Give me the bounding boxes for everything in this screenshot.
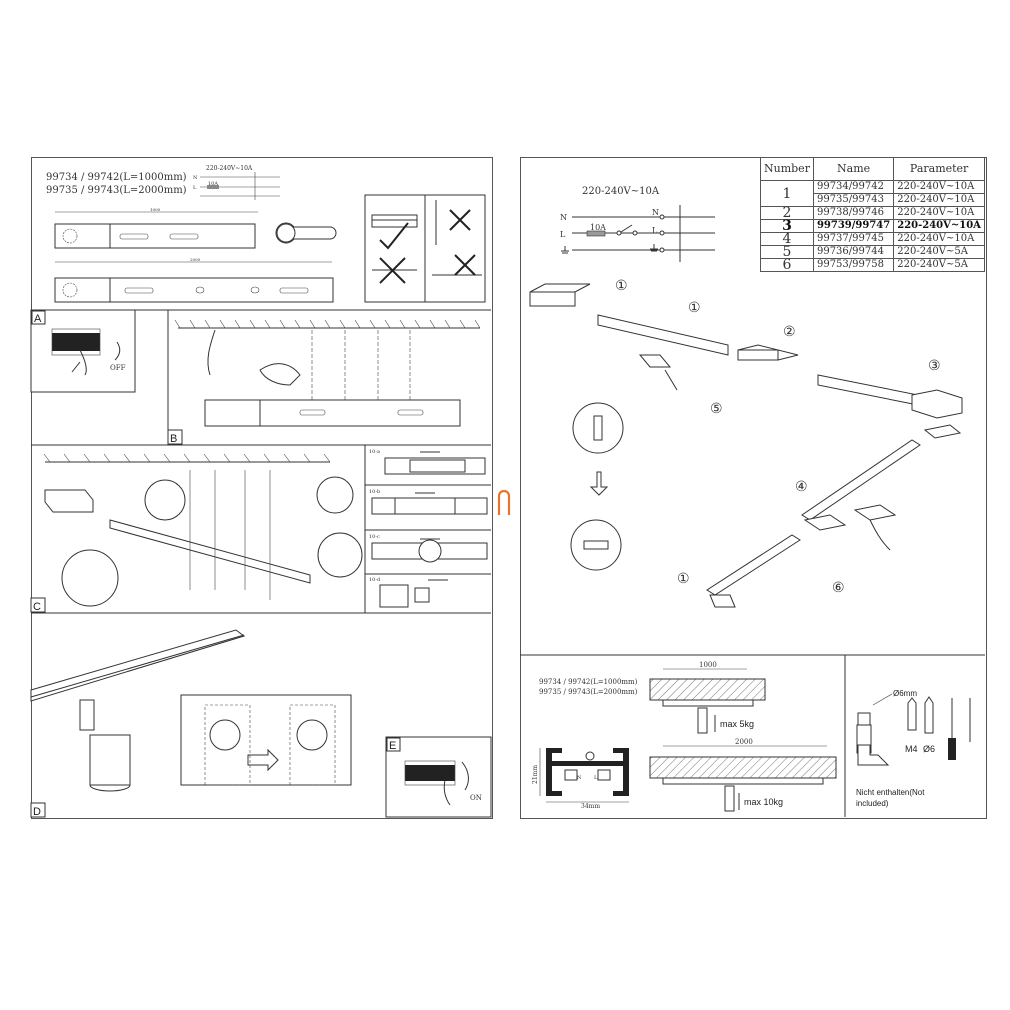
max-10kg-label: max 10kg [744, 797, 783, 807]
svg-text:2000: 2000 [190, 257, 201, 262]
section-e-label: E [389, 740, 396, 752]
tools-not-included: Ø6mm M4 Ø6 Nicht enthalten(Not included) [856, 689, 971, 808]
header-name: Name [812, 157, 895, 181]
drill-size-label: Ø6mm [893, 689, 917, 698]
max-5kg-label: max 5kg [720, 719, 754, 729]
svg-text:L: L [652, 226, 658, 235]
svg-text:N: N [193, 175, 198, 181]
track-system-assembly [529, 283, 963, 608]
track-1000-drawing: 1000 [54, 207, 258, 249]
load-diagram-2000: 2000 max 10kg [649, 738, 837, 812]
not-included-line-2: included) [856, 799, 889, 808]
svg-text:N: N [652, 208, 659, 217]
bottom-model-line-1: 99734 / 99742(L=1000mm) [539, 678, 638, 686]
track-2000-drawing: 2000 [54, 257, 334, 303]
svg-text:1000: 1000 [150, 207, 161, 212]
ceiling-mount-illustration [174, 319, 481, 427]
model-line-1: 99734 / 99742(L=1000mm) [46, 172, 187, 183]
substep-10a: 10-a [369, 449, 380, 455]
track-installation-illustration [43, 453, 363, 607]
track-profile-section: N L 21mm 34mm [532, 748, 629, 810]
header-number: Number [760, 157, 814, 181]
page-split-handle[interactable] [497, 488, 511, 516]
off-label: OFF [110, 364, 126, 372]
callout-numbers: ① ① ② ③ ④ ⑤ ⑥ ① [615, 278, 941, 596]
section-a-label: A [34, 313, 42, 325]
substep-10d: 10-d [369, 577, 381, 583]
substep-10c: 10-c [369, 534, 380, 540]
svg-text:21mm: 21mm [532, 765, 539, 784]
bottom-model-line-2: 99735 / 99743(L=2000mm) [539, 688, 638, 696]
svg-text:1000: 1000 [699, 661, 717, 669]
wiring-diagram: 220-240V~10A N L 10A N L [560, 186, 715, 262]
dowel-label: Ø6 [923, 744, 935, 754]
callout-2: ② [783, 324, 796, 340]
section-c-label: C [33, 601, 41, 613]
section-d-label: D [33, 806, 41, 818]
svg-text:220-240V~10A: 220-240V~10A [206, 165, 253, 172]
on-label: ON [470, 794, 482, 802]
substep-10b: 10-b [369, 489, 380, 495]
wiring-diagram-small: 220-240V~10A N L 10A [193, 165, 280, 200]
callout-4: ④ [795, 479, 808, 495]
spotlight-install-illustration [30, 629, 352, 792]
section-b-label: B [170, 433, 177, 445]
callout-1: ① [615, 278, 628, 294]
breaker-off-illustration: OFF [51, 328, 126, 376]
callout-6: ⑥ [832, 580, 845, 596]
svg-text:N: N [577, 775, 582, 781]
svg-text:L: L [594, 775, 598, 781]
svg-text:220-240V~10A: 220-240V~10A [582, 186, 660, 197]
screw-m4-label: M4 [905, 744, 918, 754]
load-diagram-1000: 1000 max 5kg [649, 661, 766, 734]
callout-1c: ① [677, 571, 690, 587]
correct-incorrect-mount-diagram [364, 194, 486, 303]
callout-1b: ① [688, 300, 701, 316]
bracket-drawing [275, 222, 337, 244]
svg-text:N: N [560, 213, 567, 222]
svg-text:10A: 10A [590, 223, 606, 232]
svg-text:L: L [560, 230, 566, 239]
callout-3: ③ [928, 358, 941, 374]
model-line-2: 99735 / 99743(L=2000mm) [46, 185, 187, 196]
not-included-line-1: Nicht enthalten(Not [856, 788, 925, 797]
svg-text:L: L [193, 185, 197, 191]
breaker-on-illustration: ON [404, 760, 482, 806]
svg-text:10A: 10A [208, 181, 218, 187]
substep-panels: 10-a 10-b 10-c 10-d [365, 449, 491, 608]
svg-text:34mm: 34mm [581, 803, 600, 810]
svg-text:2000: 2000 [735, 738, 753, 746]
callout-5: ⑤ [710, 401, 723, 417]
